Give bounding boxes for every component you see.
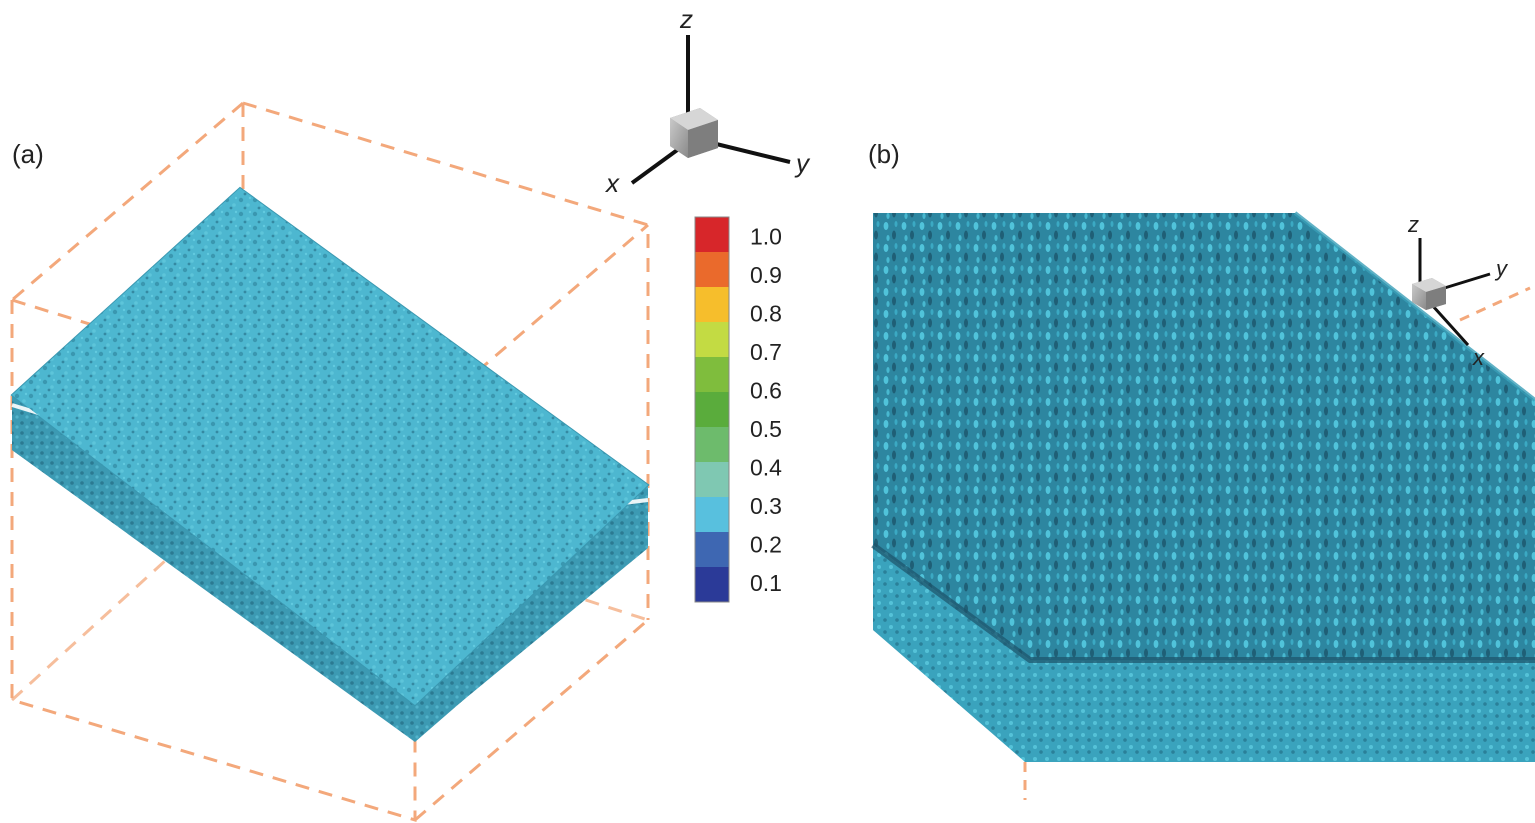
panel-b-label: (b) [868, 139, 900, 169]
colorbar-tick-label: 0.9 [750, 262, 782, 288]
colorbar-tick-label: 0.5 [750, 416, 782, 442]
axis-x-label: x [604, 168, 620, 198]
colorbar-segment [695, 567, 729, 603]
panel-a: (a) [10, 4, 811, 823]
colorbar-tick-label: 0.1 [750, 570, 782, 596]
axis-z-label: z [679, 4, 693, 34]
colorbar-tick-label: 0.2 [750, 531, 782, 557]
colorbar-segment [695, 322, 729, 358]
upper-slab [10, 186, 650, 742]
colorbar-segment [695, 357, 729, 393]
colorbar-segment [695, 497, 729, 533]
colorbar-segment [695, 532, 729, 568]
colorbar: 1.0 0.9 0.8 0.7 0.6 0.5 0.4 0.3 0.2 0.1 [694, 216, 782, 603]
colorbar-tick-label: 0.7 [750, 339, 782, 365]
colorbar-tick-label: 1.0 [750, 223, 782, 249]
colorbar-frame [694, 216, 730, 603]
colorbar-tick-label: 0.4 [750, 454, 782, 480]
closeup-surface [871, 211, 1535, 800]
panel-a-label: (a) [12, 139, 44, 169]
colorbar-tick-label: 0.3 [750, 493, 782, 519]
colorbar-tick-label: 0.8 [750, 300, 782, 326]
colorbar-tick-label: 0.6 [750, 377, 782, 403]
colorbar-segment [695, 252, 729, 288]
axis-triad-b: z y x [1407, 212, 1509, 370]
colorbar-segment [695, 287, 729, 323]
axis-y-label: y [794, 148, 811, 178]
colorbar-segment [695, 392, 729, 428]
axis-x-label-b: x [1472, 345, 1485, 370]
colorbar-segment [695, 217, 729, 253]
axis-z-label-b: z [1407, 212, 1419, 237]
axis-y-label-b: y [1494, 256, 1509, 281]
colorbar-segment [695, 462, 729, 498]
colorbar-segment [695, 427, 729, 463]
panel-b: (b) z y x [868, 139, 1535, 800]
axis-triad-a: z y x [604, 4, 811, 198]
